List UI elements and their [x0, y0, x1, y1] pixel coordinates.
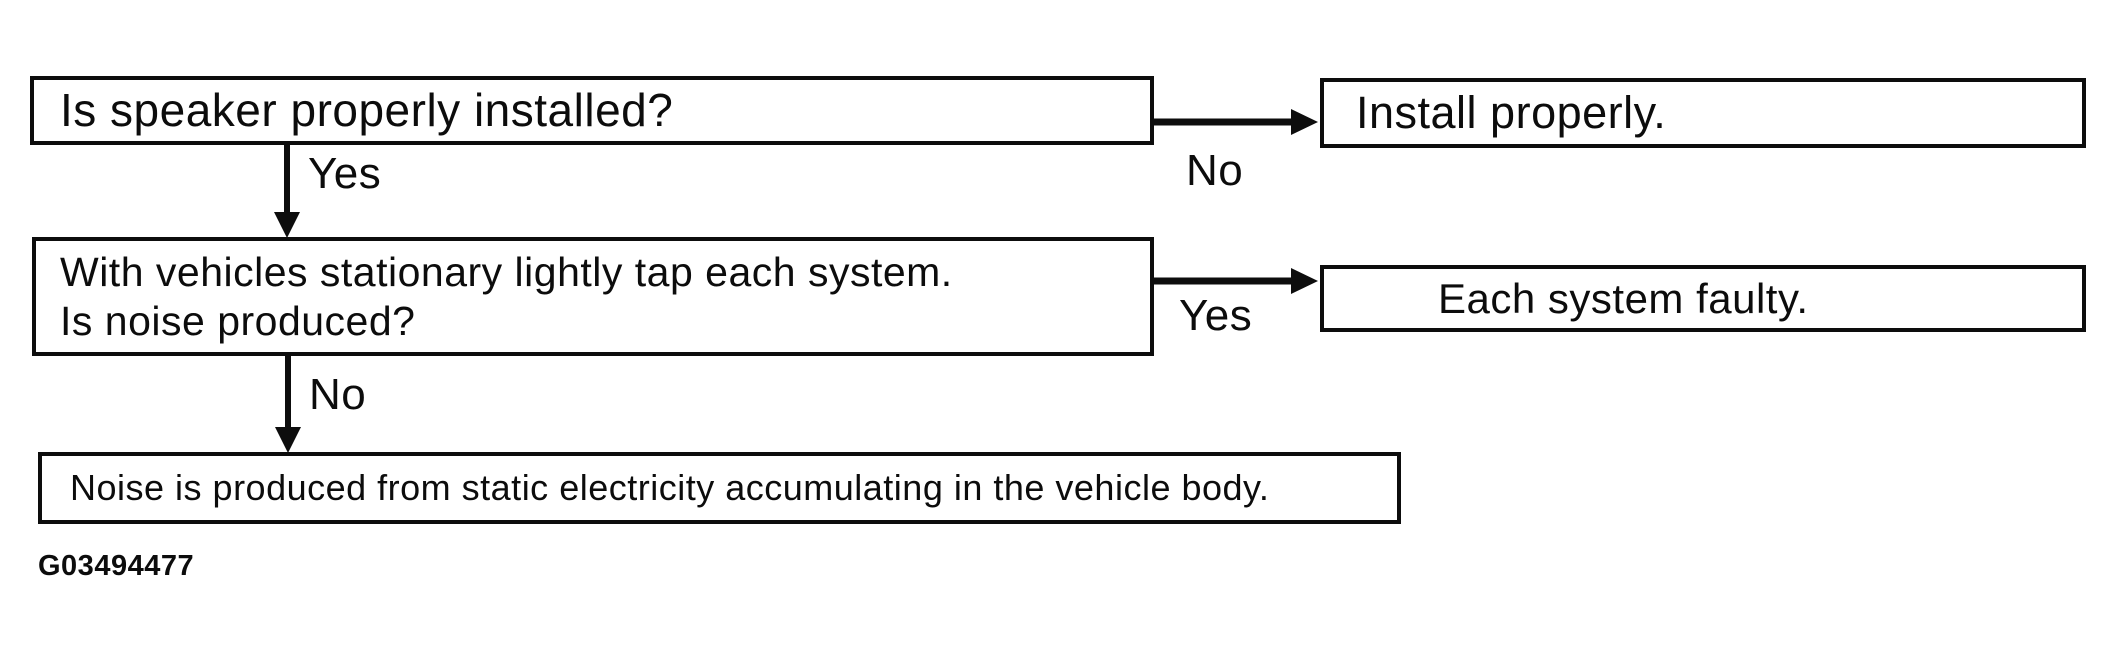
edge-label-no-q1-r1: No — [1186, 146, 1244, 195]
arrow-q1-to-r1 — [1154, 109, 1318, 135]
node-action-each-system-faulty-label: Each system faulty. — [1438, 274, 1809, 322]
node-question-speaker-installed-label: Is speaker properly installed? — [60, 84, 674, 137]
node-terminal-static-electricity-label: Noise is produced from static electricit… — [70, 466, 1270, 508]
node-question-speaker-installed: Is speaker properly installed? — [30, 76, 1154, 145]
node-action-each-system-faulty: Each system faulty. — [1320, 265, 2086, 332]
figure-id-label: G03494477 — [38, 550, 195, 582]
edge-label-yes-q1-q2: Yes — [308, 149, 382, 198]
arrow-q1-to-q2 — [274, 145, 300, 238]
edge-label-no-q2-end: No — [309, 370, 367, 419]
arrow-q2-to-end — [275, 356, 301, 453]
node-terminal-static-electricity: Noise is produced from static electricit… — [38, 452, 1401, 524]
node-action-install-properly-label: Install properly. — [1356, 87, 1667, 139]
node-question-tap-each-system-label: With vehicles stationary lightly tap eac… — [60, 249, 953, 344]
node-action-install-properly: Install properly. — [1320, 78, 2086, 148]
edge-label-yes-q2-r2: Yes — [1179, 291, 1253, 340]
node-question-tap-each-system: With vehicles stationary lightly tap eac… — [32, 237, 1154, 356]
